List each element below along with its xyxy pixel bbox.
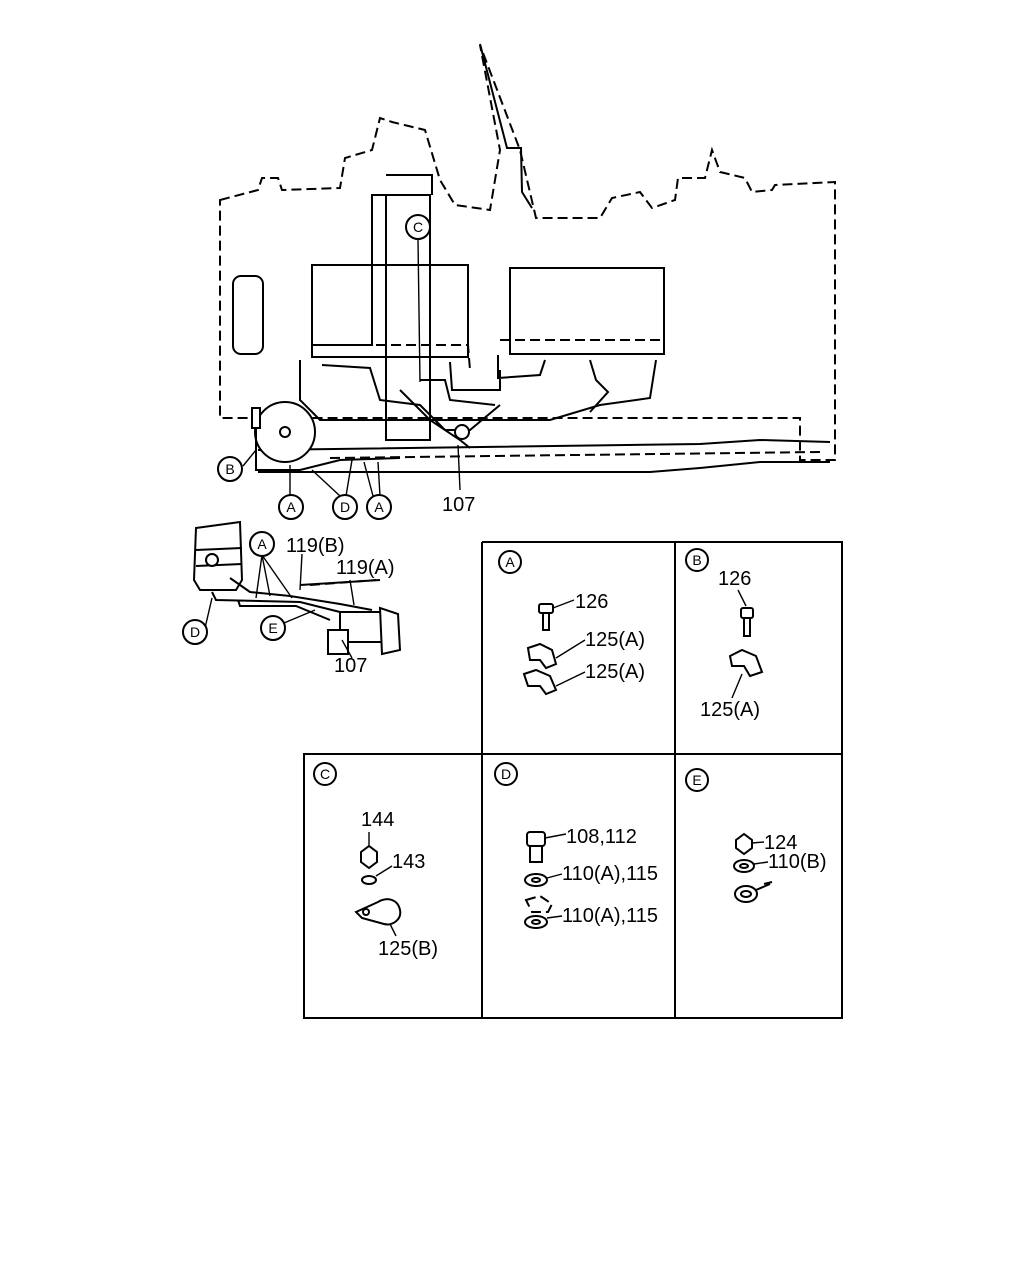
battery-right-tray	[500, 339, 665, 356]
part-label-107-detail: 107	[334, 655, 367, 677]
svg-text:D: D	[190, 624, 200, 640]
panel-e-tag: E	[692, 772, 701, 788]
panel-c-part-143: 143	[392, 851, 425, 873]
svg-text:A: A	[374, 499, 384, 515]
reservoir-fitting	[251, 407, 261, 429]
svg-text:D: D	[340, 499, 350, 515]
reservoir-line	[255, 428, 401, 471]
callout-b-main: B	[217, 456, 243, 482]
detail-tank-valve	[205, 553, 219, 567]
detail-bracket	[327, 629, 349, 655]
clamp-icon	[354, 898, 402, 926]
callout-d-detail: D	[182, 619, 208, 645]
panel-d-part-108-112: 108,112	[566, 826, 637, 848]
svg-text:A: A	[257, 536, 267, 552]
panel-e: E 124 110(B)	[685, 768, 827, 903]
panel-a: A 126 125(A) 125(A)	[498, 550, 645, 696]
washer-icon	[733, 859, 755, 873]
panel-e-part-124: 124	[764, 832, 797, 854]
panel-d-part-110a-115-2: 110(A),115	[562, 905, 658, 927]
bolt-icon	[538, 603, 554, 631]
main-assembly-view: C B A D A 107	[217, 43, 836, 520]
svg-text:B: B	[225, 461, 234, 477]
part-label-107-main: 107	[442, 494, 475, 516]
panel-d-part-110a-115-1: 110(A),115	[562, 863, 658, 885]
svg-text:A: A	[286, 499, 296, 515]
air-intake-stack	[311, 174, 433, 346]
exhaust-pipe	[479, 43, 533, 209]
harness-main	[299, 355, 657, 449]
panel-grid-lines	[303, 541, 843, 1019]
panel-c-part-125b: 125(B)	[378, 938, 438, 960]
washer-icon	[524, 873, 548, 887]
detail-tank-bands	[195, 547, 243, 567]
detail-tank	[192, 520, 244, 591]
panel-c: C 144 143 125(B)	[313, 762, 438, 960]
junction-107	[454, 424, 470, 440]
frame-rail-dashed	[329, 451, 821, 459]
panel-d: D 108,112 110(A),115 110(A),115	[494, 762, 658, 929]
frame-rail	[257, 438, 831, 473]
nut-icon	[735, 832, 753, 856]
part-label-119b: 119(B)	[286, 535, 345, 557]
panel-b-tag: B	[692, 552, 701, 568]
washer-icon	[524, 915, 548, 929]
callout-c-main: C	[405, 214, 431, 240]
panel-b: B 126 125(A)	[685, 548, 764, 721]
panel-d-tag: D	[501, 766, 511, 782]
panel-c-tag: C	[320, 766, 330, 782]
callout-d-main: D	[332, 494, 358, 520]
battery-right	[509, 267, 665, 355]
nut-icon	[360, 844, 378, 870]
panel-b-part-126: 126	[718, 568, 751, 590]
panel-a-part-125a-1: 125(A)	[585, 629, 645, 651]
eye-fitting-icon	[734, 881, 773, 903]
leaders-main	[242, 239, 461, 497]
reservoir-cap	[279, 426, 291, 438]
svg-text:C: C	[413, 219, 423, 235]
clip-icon	[526, 642, 558, 670]
bolt-icon	[740, 607, 754, 637]
clip-icon	[522, 668, 558, 696]
battery-left	[311, 264, 469, 358]
bolt-icon	[526, 831, 546, 863]
leaders-detail	[204, 553, 355, 659]
panel-b-part-125a: 125(A)	[700, 699, 760, 721]
callout-a-detail: A	[249, 531, 275, 557]
detail-chamber	[378, 606, 402, 656]
detail-pipe-dashed	[309, 579, 377, 586]
cab-outline	[219, 44, 836, 461]
cab-window	[232, 275, 264, 355]
washer-icon	[361, 875, 377, 885]
detail-panels-grid: A 126 125(A) 125(A) B 126	[303, 541, 843, 1019]
reservoir-tank	[254, 401, 316, 463]
callout-a-main-left: A	[278, 494, 304, 520]
panel-e-part-110b: 110(B)	[768, 851, 827, 873]
panel-c-part-144: 144	[361, 809, 394, 831]
battery-left-tray	[316, 344, 471, 371]
callout-a-main-right: A	[366, 494, 392, 520]
part-label-119a: 119(A)	[336, 557, 395, 579]
clip-icon	[524, 894, 554, 913]
panel-a-tag: A	[505, 554, 515, 570]
svg-text:E: E	[268, 620, 277, 636]
panel-a-part-126: 126	[575, 591, 608, 613]
detail-view: A D E 119(B) 119(A) 107	[182, 520, 402, 677]
air-stack-column	[385, 195, 431, 441]
callout-e-detail: E	[260, 615, 286, 641]
clip-icon	[728, 648, 764, 678]
panel-a-part-125a-2: 125(A)	[585, 661, 645, 683]
